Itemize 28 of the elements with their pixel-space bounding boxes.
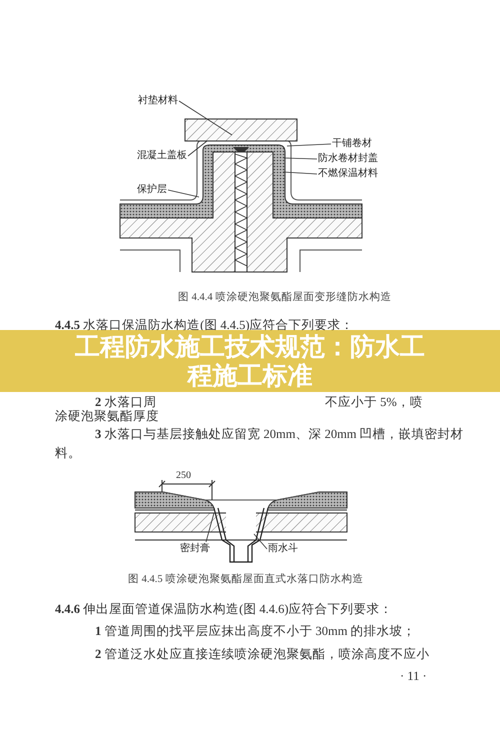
body-text: 4.4.6 伸出屋面管道保温防水构造(图 4.4.6)应符合下列要求： xyxy=(55,601,393,618)
body-text: 涂硬泡聚氨酯厚度 xyxy=(55,408,159,425)
leader-line xyxy=(286,144,332,146)
part-label: 保护层 xyxy=(137,184,167,196)
figure-caption: 图 4.4.5 喷涂硬泡聚氨酯屋面直式水落口防水构造 xyxy=(128,572,364,587)
part-label: 防水卷材封盖 xyxy=(318,153,378,165)
part-label: 混凝土盖板 xyxy=(137,150,187,162)
dimension-label: 250 xyxy=(176,469,191,483)
body-text: 2 管道泛水处应直接连续喷涂硬泡聚氨酯，喷涂高度不应小 xyxy=(95,646,430,663)
page-number: · 11 · xyxy=(400,668,427,685)
leader-line xyxy=(284,158,318,160)
leader-line xyxy=(178,100,232,136)
figure-caption: 图 4.4.4 喷涂硬泡聚氨酯屋面变形缝防水构造 xyxy=(178,290,392,305)
leader-line xyxy=(206,512,214,542)
body-text: 不应小于 5%，喷 xyxy=(325,394,423,411)
leader-line xyxy=(168,190,200,198)
part-label: 密封膏 xyxy=(180,543,210,555)
part-label: 干铺卷材 xyxy=(332,138,372,150)
body-text: 3 水落口与基层接触处应留宽 20mm、深 20mm 凹槽，嵌填密封材料。 xyxy=(55,426,465,462)
part-label: 不燃保温材料 xyxy=(318,168,378,180)
leader-line xyxy=(254,534,268,550)
part-label: 衬垫材料 xyxy=(138,95,178,107)
leader-line xyxy=(188,140,208,156)
part-label: 雨水斗 xyxy=(268,543,298,555)
body-text: 1 管道周围的找平层应抹出高度不小于 30mm 的排水坡； xyxy=(95,623,416,640)
title-banner: 工程防水施工技术规范：防水工程施工标准 xyxy=(0,330,500,392)
body-text: 2 水落口周 xyxy=(95,394,156,410)
leader-line xyxy=(282,172,318,174)
